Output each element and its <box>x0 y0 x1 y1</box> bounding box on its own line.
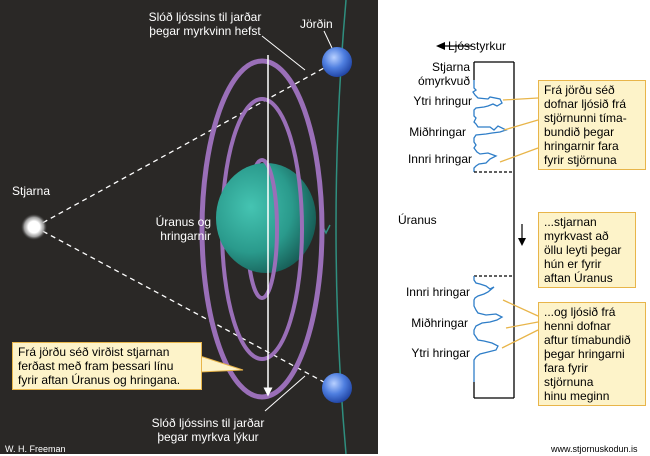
uranus-label: Úranus <box>398 213 437 227</box>
brightness-label: Ljósstyrkur <box>448 39 507 53</box>
outer-rings-bottom-label: Ytri hringar <box>411 346 470 360</box>
callout-leaders <box>499 97 539 349</box>
outer-rings-top-label: Ytri hringur <box>413 94 472 108</box>
right-credit: www.stjornuskodun.is <box>551 444 638 454</box>
inner-rings-bottom-label: Innri hringar <box>405 285 470 299</box>
top-path-label-line-1: Slóð ljóssins til jarðar <box>148 10 262 24</box>
uranus-rings-label-line-1: Úranus og <box>155 215 211 229</box>
right-callout-2-line-3: öllu leyti þegar <box>544 243 622 257</box>
bottom-path-label-line-2: þegar myrkva lýkur <box>157 430 259 444</box>
left-credit: W. H. Freeman <box>5 444 66 454</box>
right-callout-3: ...og ljósið frá henni dofnar aftur tíma… <box>538 302 646 406</box>
uranus-rings-label-line-2: hringarnir <box>160 229 211 243</box>
middle-rings-bottom-label: Miðhringar <box>411 316 468 330</box>
right-callout-3-line-7: hinu meginn <box>544 389 610 403</box>
right-callout-3-line-5: fara fyrir <box>544 361 589 375</box>
bottom-path-label-line-1: Slóð ljóssins til jarðar <box>151 416 265 430</box>
top-path-label: Slóð ljóssins til jarðar þegar myrkvinn … <box>135 10 275 38</box>
left-callout-line-3: fyrir aftan Úranus og hringana. <box>18 373 181 387</box>
uranus-rings-label: Úranus og hringarnir <box>145 215 211 243</box>
right-callout-2-line-1: ...stjarnan <box>544 215 597 229</box>
light-path-start <box>34 61 336 228</box>
earth-end <box>322 373 352 403</box>
star <box>21 214 47 240</box>
right-callout-3-line-2: henni dofnar <box>544 319 611 333</box>
right-callout-2-line-5: aftan Úranus <box>544 271 613 285</box>
earth-label-leader <box>323 30 333 49</box>
right-callout-1-line-6: fyrir stjörnuna <box>544 153 617 167</box>
uranus-planet <box>216 163 316 273</box>
right-callout-1: Frá jörðu séð dofnar ljósið frá stjörnun… <box>538 80 646 170</box>
right-callout-1-line-3: stjörnunni tíma- <box>544 111 627 125</box>
right-callout-3-line-1: ...og ljósið frá <box>544 305 616 319</box>
left-callout-line-1: Frá jörðu séð virðist stjarnan <box>18 345 170 359</box>
unocculted-label: Stjarna ómyrkvuð <box>380 60 470 88</box>
right-callout-3-line-4: þegar hringarni <box>544 347 625 361</box>
light-curve-top <box>472 80 508 172</box>
unocculted-label-line-1: Stjarna <box>431 60 470 74</box>
bottom-path-label: Slóð ljóssins til jarðar þegar myrkva lý… <box>138 416 278 444</box>
earth-start <box>322 47 352 77</box>
inner-rings-top-label: Innri hringar <box>407 152 472 166</box>
right-callout-3-line-3: aftur tímabundið <box>544 333 631 347</box>
light-path-end <box>34 226 336 389</box>
right-callout-2-line-4: hún er fyrir <box>544 257 602 271</box>
right-callout-1-line-4: bundið þegar <box>544 125 615 139</box>
right-callout-1-line-2: dofnar ljósið frá <box>544 97 627 111</box>
right-callout-2-line-2: myrkvast að <box>544 229 609 243</box>
right-callout-2: ...stjarnan myrkvast að öllu leyti þegar… <box>538 212 636 288</box>
right-callout-3-line-6: stjörnuna <box>544 375 594 389</box>
light-curve-bottom <box>473 276 504 382</box>
unocculted-label-line-2: ómyrkvuð <box>417 74 470 88</box>
top-path-label-line-2: þegar myrkvinn hefst <box>149 24 261 38</box>
earth-label: Jörðin <box>300 17 333 31</box>
middle-rings-top-label: Miðhringar <box>409 125 466 139</box>
bottom-label-leader <box>264 375 306 412</box>
star-label: Stjarna <box>12 184 51 198</box>
right-callout-1-line-5: hringarnir fara <box>544 139 619 153</box>
left-callout: Frá jörðu séð virðist stjarnan ferðast m… <box>12 342 202 390</box>
left-callout-line-2: ferðast með fram þessari línu <box>18 359 174 373</box>
top-label-leader <box>261 35 306 71</box>
right-callout-1-line-1: Frá jörðu séð <box>544 83 615 97</box>
